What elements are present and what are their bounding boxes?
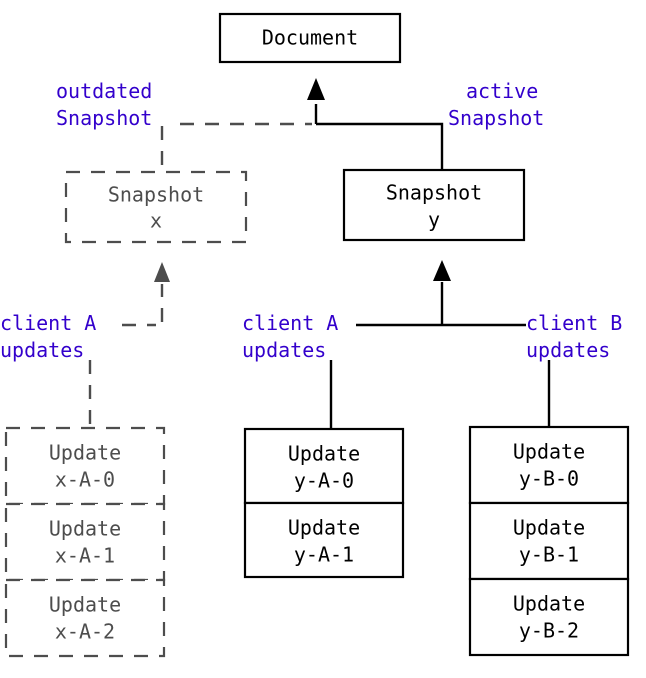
client-b-active-label-line2: updates bbox=[526, 338, 610, 362]
client-b-active-label-line1: client B bbox=[526, 311, 622, 335]
client-a-active-label-line1: client A bbox=[242, 311, 338, 335]
update-y-b-2-label-line2: y-B-2 bbox=[519, 619, 579, 643]
update-y-a-1-label-line2: y-A-1 bbox=[294, 543, 354, 567]
update-x-a-0-box bbox=[4, 426, 166, 506]
update-y-a-1-box bbox=[243, 501, 405, 579]
document-node: Document bbox=[218, 12, 402, 64]
update-x-a-2-label-line1: Update bbox=[49, 593, 121, 617]
snapshot-y-label-line1: Snapshot bbox=[386, 181, 482, 205]
update-x-a-0-label-line2: x-A-0 bbox=[55, 468, 115, 492]
update-y-b-0-box bbox=[468, 425, 630, 505]
snapshot-x-label-line1: Snapshot bbox=[108, 183, 204, 207]
updates-y-b-stack: Update y-B-0 Update y-B-1 Update y-B-2 bbox=[468, 425, 630, 657]
update-y-b-2-box bbox=[468, 577, 630, 657]
snapshot-x-label-line2: x bbox=[150, 209, 162, 233]
client-a-active-annotation: client A updates bbox=[242, 311, 338, 362]
update-x-a-1-label-line2: x-A-1 bbox=[55, 544, 115, 568]
snapshot-x-node: Snapshot x bbox=[64, 170, 248, 244]
update-y-b-0-label-line2: y-B-0 bbox=[519, 467, 579, 491]
snapshot-y-label-line2: y bbox=[428, 208, 440, 232]
update-y-a-0-label-line2: y-A-0 bbox=[294, 469, 354, 493]
active-connector-line bbox=[316, 122, 444, 170]
update-y-b-1-label-line2: y-B-1 bbox=[519, 543, 579, 567]
update-y-b-1-box bbox=[468, 501, 630, 581]
client-a-outdated-label-line2: updates bbox=[0, 338, 84, 362]
snapshot-y-box bbox=[342, 168, 526, 242]
outdated-snapshot-annotation: outdated Snapshot bbox=[56, 79, 152, 130]
snapshot-x-box bbox=[64, 170, 248, 244]
active-updates-arrowhead-icon bbox=[433, 260, 451, 281]
update-y-a-0-box bbox=[243, 427, 405, 505]
update-x-a-1-box bbox=[4, 502, 166, 582]
update-x-a-2-box bbox=[4, 578, 166, 658]
update-x-a-0-label-line1: Update bbox=[49, 441, 121, 465]
active-snapshot-label-line2: Snapshot bbox=[448, 106, 544, 130]
updates-x-a-stack: Update x-A-0 Update x-A-1 Update x-A-2 bbox=[4, 426, 166, 658]
updates-y-a-stack: Update y-A-0 Update y-A-1 bbox=[243, 427, 405, 579]
document-box bbox=[218, 12, 402, 64]
update-y-a-1-label-line1: Update bbox=[288, 516, 360, 540]
client-a-outdated-label-line1: client A bbox=[0, 311, 96, 335]
update-y-b-2-label-line1: Update bbox=[513, 592, 585, 616]
outdated-snapshot-label-line1: outdated bbox=[56, 79, 152, 103]
active-arrowhead-icon bbox=[307, 78, 325, 100]
active-snapshot-annotation: active Snapshot bbox=[448, 79, 544, 130]
active-snapshot-label-line1: active bbox=[466, 79, 538, 103]
active-snapshot-connector bbox=[307, 78, 444, 170]
outdated-snapshot-connector bbox=[160, 122, 312, 172]
update-x-a-2-label-line2: x-A-2 bbox=[55, 620, 115, 644]
update-y-b-0-label-line1: Update bbox=[513, 440, 585, 464]
update-y-a-0-label-line1: Update bbox=[288, 442, 360, 466]
outdated-updates-connector bbox=[88, 262, 170, 426]
outdated-updates-arrowhead-icon bbox=[154, 262, 170, 282]
update-x-a-1-label-line1: Update bbox=[49, 517, 121, 541]
client-a-outdated-annotation: client A updates bbox=[0, 311, 96, 362]
client-a-active-label-line2: updates bbox=[242, 338, 326, 362]
document-label: Document bbox=[262, 26, 358, 50]
client-b-active-annotation: client B updates bbox=[526, 311, 622, 362]
outdated-snapshot-label-line2: Snapshot bbox=[56, 106, 152, 130]
active-updates-connector bbox=[329, 260, 551, 428]
update-y-b-1-label-line1: Update bbox=[513, 516, 585, 540]
snapshot-y-node: Snapshot y bbox=[342, 168, 526, 242]
